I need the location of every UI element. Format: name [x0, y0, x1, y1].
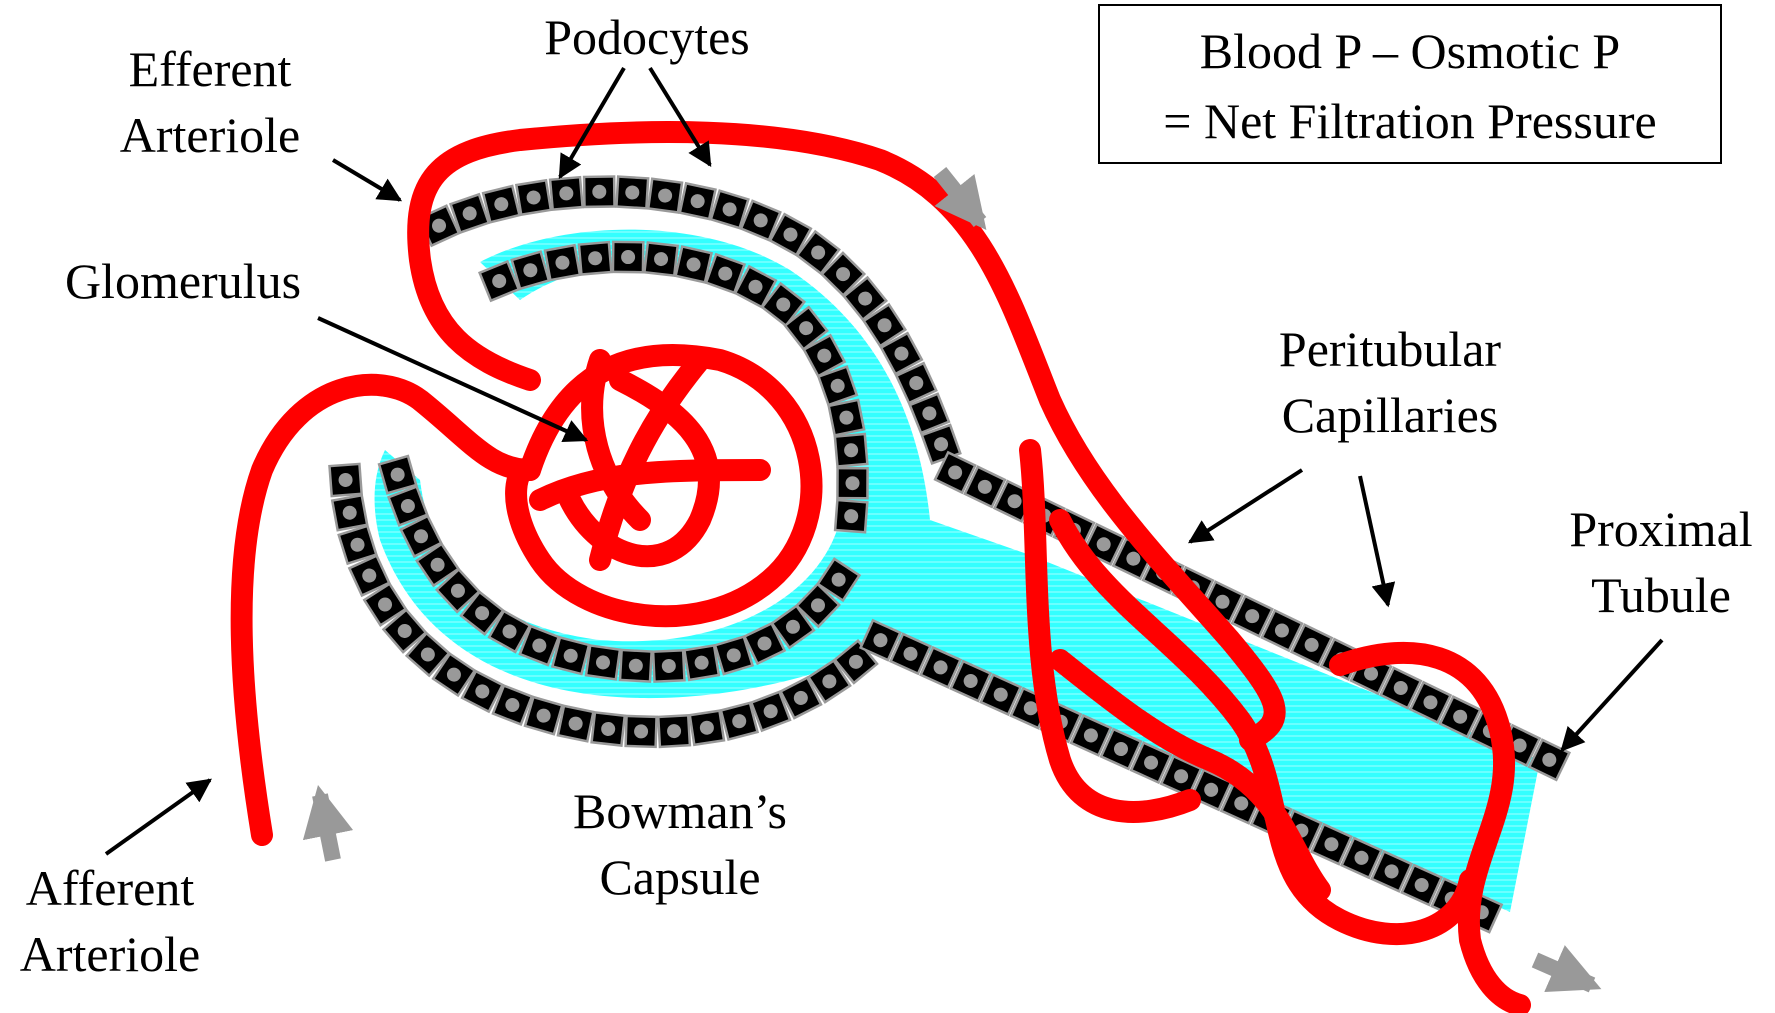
- podocyte-cell: [579, 242, 611, 274]
- label-peritubular-capillaries: Peritubular Capillaries: [1240, 316, 1540, 448]
- podocyte-cell: [620, 650, 652, 682]
- podocyte-cell: [644, 242, 677, 275]
- proximal-line-1: Proximal: [1548, 496, 1774, 562]
- pointer-peritubular-2: [1360, 476, 1388, 605]
- podocytes-text: Podocytes: [522, 4, 772, 70]
- podocyte-cell: [835, 500, 867, 532]
- label-proximal-tubule: Proximal Tubule: [1548, 496, 1774, 628]
- glomerulus-loop-inner-3: [540, 470, 760, 500]
- proximal-line-2: Tubule: [1548, 562, 1774, 628]
- podocyte-cell: [584, 177, 614, 207]
- podocyte-cell: [516, 180, 550, 214]
- pointer-proximal: [1562, 640, 1662, 750]
- podocyte-cell: [653, 650, 684, 681]
- podocyte-cell: [648, 179, 682, 213]
- podocyte-cell: [525, 697, 562, 734]
- pointer-efferent: [333, 160, 400, 200]
- label-bowmans-capsule: Bowman’s Capsule: [540, 778, 820, 910]
- podocyte-cell: [721, 703, 758, 740]
- label-podocytes: Podocytes: [522, 4, 772, 70]
- pointer-peritubular-1: [1190, 470, 1302, 542]
- podocyte-cell: [558, 706, 593, 741]
- bowmans-line-1: Bowman’s: [540, 778, 820, 844]
- pointer-podocytes-2: [650, 68, 710, 165]
- efferent-line-2: Arteriole: [90, 102, 330, 168]
- podocyte-cell: [676, 247, 712, 283]
- podocyte-cell: [837, 468, 867, 498]
- afferent-line-2: Arteriole: [0, 921, 220, 987]
- podocyte-cell: [483, 186, 519, 222]
- podocyte-cell: [690, 711, 724, 745]
- formula-line-1: Blood P – Osmotic P: [1100, 16, 1720, 86]
- label-afferent-arteriole: Afferent Arteriole: [0, 855, 220, 987]
- podocyte-cell: [552, 637, 589, 674]
- podocyte-cell: [680, 183, 716, 219]
- label-efferent-arteriole: Efferent Arteriole: [90, 36, 330, 168]
- glomerulus-text: Glomerulus: [38, 248, 328, 314]
- podocyte-cell: [330, 464, 362, 496]
- cell-nucleus: [845, 476, 859, 490]
- podocyte-cell: [613, 242, 643, 272]
- podocyte-cell: [658, 715, 690, 747]
- podocyte-cell: [332, 495, 367, 530]
- bowmans-line-2: Capsule: [540, 844, 820, 910]
- podocyte-cell: [586, 645, 620, 679]
- podocyte-cell: [545, 245, 580, 280]
- podocyte-cell: [616, 177, 648, 209]
- podocyte-cell: [592, 712, 625, 745]
- podocyte-cell: [835, 434, 867, 466]
- podocyte-cell: [684, 645, 718, 679]
- podocyte-cell: [550, 177, 582, 209]
- peritubular-line-1: Peritubular: [1240, 316, 1540, 382]
- formula-line-2: = Net Filtration Pressure: [1100, 86, 1720, 156]
- efferent-line-1: Efferent: [90, 36, 330, 102]
- flow-arrow-in: [320, 795, 333, 860]
- podocyte-cell: [512, 252, 549, 289]
- afferent-line-1: Afferent: [0, 855, 220, 921]
- peritubular-line-2: Capillaries: [1240, 382, 1540, 448]
- pointer-afferent: [106, 780, 210, 854]
- net-filtration-formula-box: Blood P – Osmotic P = Net Filtration Pre…: [1098, 4, 1722, 164]
- flow-arrow-out: [1535, 960, 1592, 985]
- podocyte-cell: [829, 400, 864, 435]
- label-glomerulus: Glomerulus: [38, 248, 328, 314]
- podocyte-cell: [626, 716, 657, 747]
